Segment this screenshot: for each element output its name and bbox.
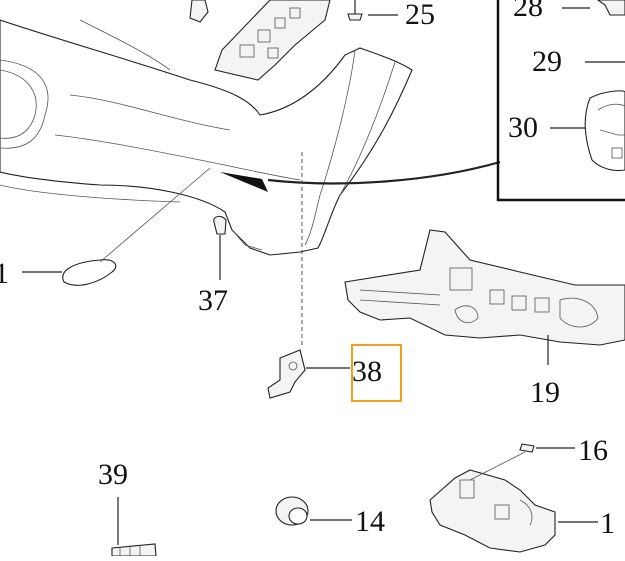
- bolt-part-25: [347, 0, 398, 21]
- bracket-part-38: [267, 349, 350, 399]
- bracket-part-19: [344, 229, 625, 365]
- callout-1-bottom: 1: [600, 507, 615, 540]
- callout-25: 25: [405, 0, 435, 31]
- lens-part-1-left: [22, 167, 211, 286]
- callout-30: 30: [508, 111, 538, 144]
- sensor-part-14: [275, 496, 352, 526]
- bracket-part-1-bottom: [429, 451, 598, 553]
- clip-part-37: [213, 215, 227, 280]
- callout-37: 37: [198, 284, 228, 317]
- detail-inset-box: [496, 0, 625, 202]
- grille-part-39: [111, 497, 157, 557]
- callout-29: 29: [532, 45, 562, 78]
- callout-39: 39: [98, 458, 128, 491]
- bumper-cover-part: [0, 19, 413, 256]
- callout-14: 14: [355, 505, 385, 538]
- direction-arrow: [220, 160, 501, 192]
- callout-28: 28: [513, 0, 543, 23]
- callout-38: 38: [352, 355, 382, 388]
- callout-16: 16: [578, 434, 608, 467]
- bracket-part-top: [214, 0, 331, 81]
- highlight-box-38: [351, 344, 402, 402]
- screw-part-16: [519, 443, 575, 453]
- clip-part-top: [189, 0, 209, 23]
- callout-1-left: 1: [0, 257, 9, 290]
- callout-19: 19: [530, 376, 560, 409]
